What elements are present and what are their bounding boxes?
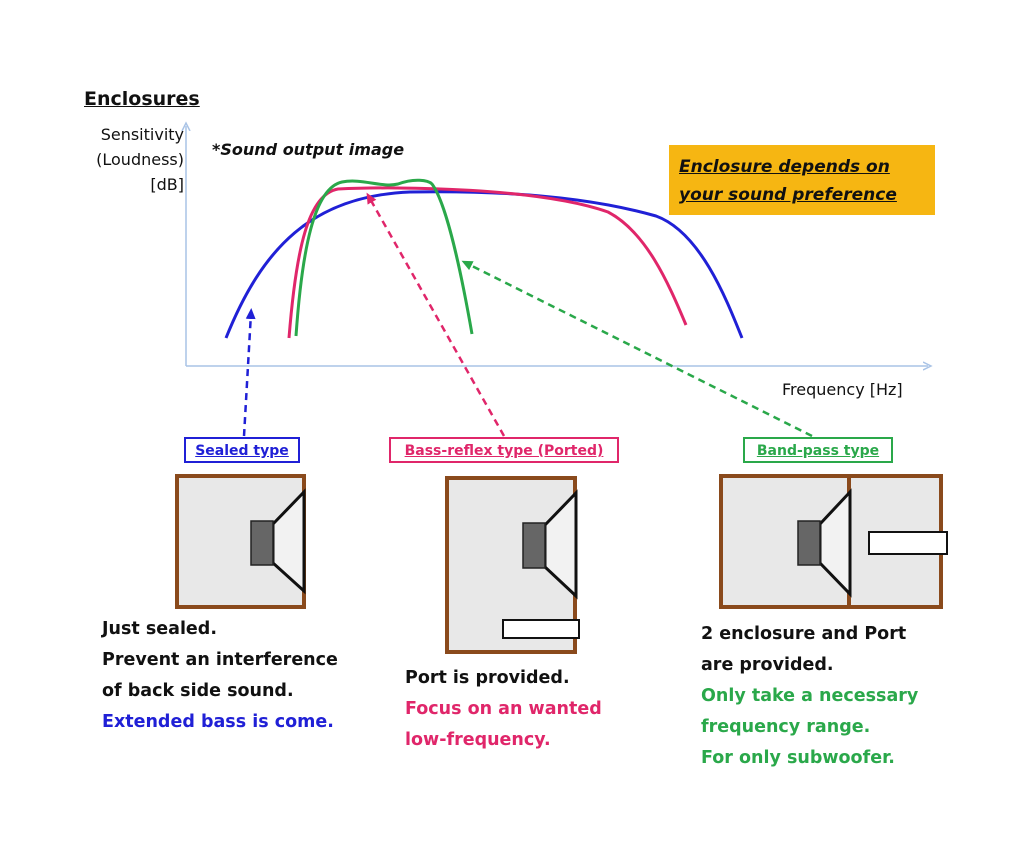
bass-reflex-type-label: Bass-reflex type (Ported): [389, 437, 619, 463]
speaker-driver-icon: [250, 488, 306, 595]
bass-reflex-response-curve: [287, 186, 688, 339]
description-line: are provided.: [701, 655, 834, 675]
band-pass-enclosure: [719, 474, 948, 609]
callout-line-1: Enclosure depends on: [679, 157, 890, 177]
sealed-type-label: Sealed type: [184, 437, 300, 463]
description-line: Port is provided.: [405, 668, 570, 688]
speaker-driver-icon: [797, 488, 852, 598]
speaker-driver-icon: [522, 489, 578, 600]
diagram-title: Enclosures: [84, 88, 200, 110]
band-pass-type-label: Band-pass type: [743, 437, 893, 463]
x-axis-label: Frequency [Hz]: [782, 380, 903, 399]
description-highlight: low-frequency.: [405, 730, 551, 750]
description-highlight: Focus on an wanted: [405, 699, 602, 719]
description-highlight: Extended bass is come.: [102, 712, 334, 732]
sealed-enclosure: [175, 474, 306, 609]
band-pass-port: [868, 531, 948, 555]
y-axis-label-line-3: [dB]: [150, 175, 184, 194]
callout-line-2: your sound preference: [679, 185, 897, 205]
description-highlight: Only take a necessary: [701, 686, 919, 706]
bass-reflex-pointer-arrow: [366, 192, 506, 437]
bass-reflex-enclosure: [445, 476, 580, 654]
y-axis-label-line-1: Sensitivity: [100, 125, 184, 144]
band-pass-pointer-arrow: [461, 260, 813, 438]
bass-reflex-description: Port is provided. Focus on an wanted low…: [405, 663, 602, 756]
preference-callout: Enclosure depends on your sound preferen…: [669, 145, 935, 215]
y-axis-label-line-2: (Loudness): [96, 150, 184, 169]
sound-output-note: *Sound output image: [212, 140, 405, 159]
sealed-description: Just sealed. Prevent an interference of …: [102, 614, 338, 738]
description-line: Prevent an interference: [102, 650, 338, 670]
description-highlight: For only subwoofer.: [701, 748, 895, 768]
description-highlight: frequency range.: [701, 717, 871, 737]
description-line: of back side sound.: [102, 681, 294, 701]
description-line: Just sealed.: [102, 619, 217, 639]
band-pass-description: 2 enclosure and Port are provided. Only …: [701, 619, 918, 774]
bass-reflex-port: [502, 619, 580, 639]
band-pass-response-curve: [294, 178, 474, 337]
description-line: 2 enclosure and Port: [701, 624, 907, 644]
sealed-pointer-arrow: [242, 308, 256, 437]
